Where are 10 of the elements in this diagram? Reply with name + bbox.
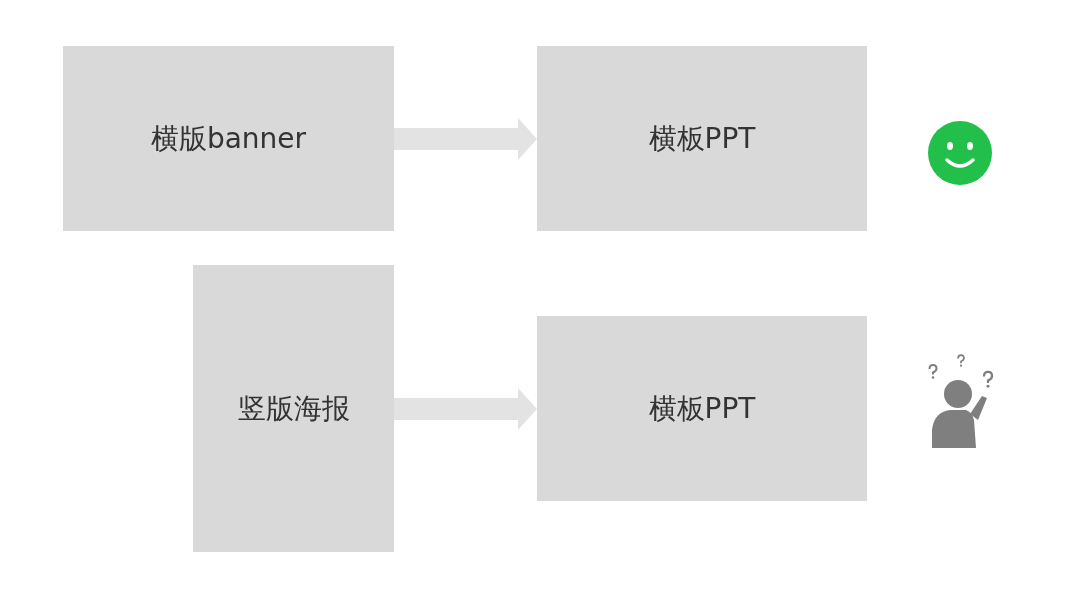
arrow: [394, 118, 537, 160]
content-box: [193, 265, 394, 552]
box-label: 横板PPT: [648, 390, 756, 427]
box-label: 横版banner: [150, 120, 307, 157]
arrow: [394, 388, 537, 430]
content-box: [63, 46, 394, 231]
box-label: 竖版海报: [237, 390, 350, 427]
content-box: [537, 46, 867, 231]
box-label: 横板PPT: [648, 120, 756, 157]
content-box: [537, 316, 867, 501]
